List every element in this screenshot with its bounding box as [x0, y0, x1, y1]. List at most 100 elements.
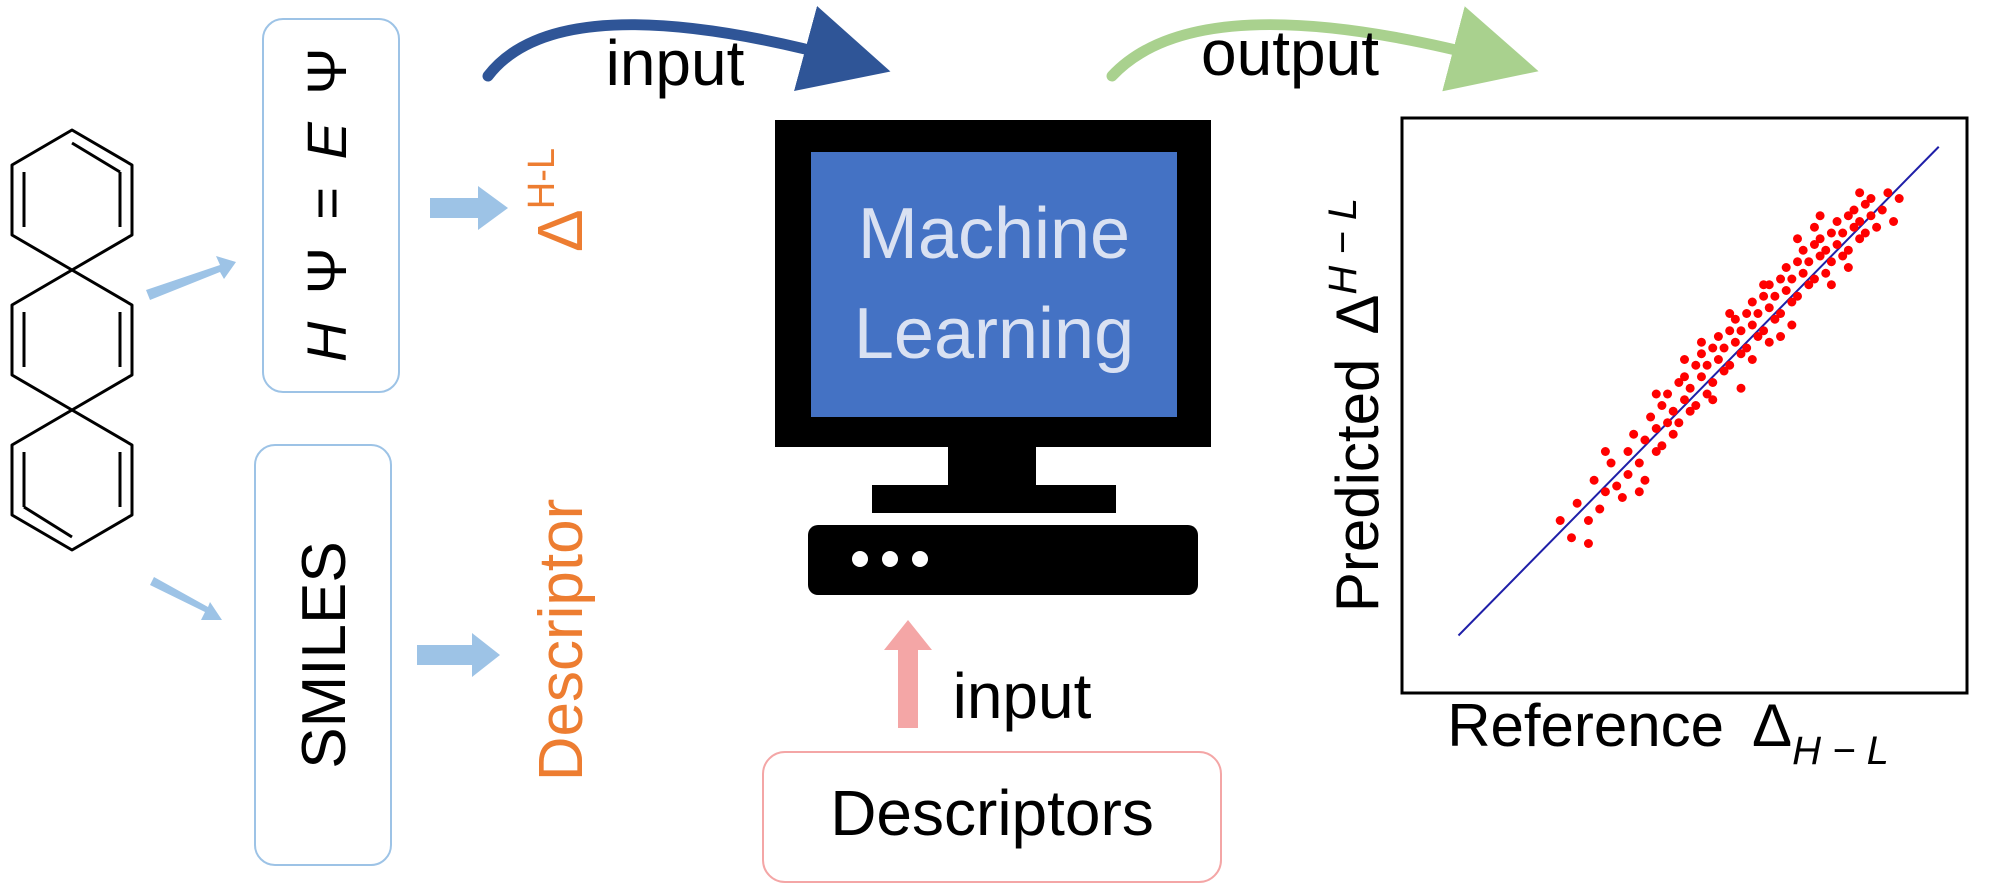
scatter-point-43 [1725, 326, 1735, 336]
scatter-point-69 [1798, 268, 1808, 278]
scatter-point-96 [1877, 205, 1887, 215]
y-axis-subscript: H − L [1321, 198, 1365, 295]
scatter-point-2 [1572, 498, 1582, 508]
scatter-point-24 [1668, 406, 1678, 416]
scatter-point-9 [1617, 493, 1627, 502]
scatter-point-4 [1589, 475, 1599, 485]
scatter-point-11 [1623, 470, 1633, 479]
scatter-point-31 [1691, 360, 1701, 370]
scatter-point-112 [1583, 539, 1593, 548]
scatter-point-102 [1793, 234, 1802, 244]
scatter-point-5 [1595, 504, 1605, 514]
scatter-point-84 [1838, 228, 1848, 238]
scatter-point-66 [1787, 274, 1797, 284]
scatter-point-114 [1855, 188, 1865, 198]
scatter-point-65 [1787, 297, 1797, 307]
scatter-point-87 [1849, 222, 1859, 232]
scatter-point-116 [1696, 337, 1706, 347]
scatter-point-44 [1725, 360, 1735, 370]
scatter-point-108 [1680, 355, 1689, 364]
monitor-screen [811, 152, 1177, 417]
scatter-point-30 [1685, 383, 1695, 393]
scatter-point-29 [1685, 406, 1695, 416]
ml-line-1: Machine [858, 194, 1130, 274]
scatter-point-0 [1555, 516, 1565, 525]
scatter-point-50 [1742, 343, 1752, 353]
scatter-point-25 [1674, 378, 1684, 387]
molecule-arrows [146, 186, 508, 677]
scatter-point-103 [1725, 309, 1735, 318]
tower-dot-1 [852, 551, 868, 567]
scatter-point-118 [1815, 211, 1825, 221]
scatter-point-91 [1860, 199, 1870, 209]
scatter-point-78 [1821, 245, 1831, 255]
psi-symbol-2: Ψ [295, 48, 358, 95]
scatter-point-89 [1855, 234, 1865, 244]
tower-dot-2 [882, 551, 898, 567]
scatter-point-7 [1606, 458, 1616, 468]
scatter-point-111 [1600, 447, 1610, 456]
scatter-point-41 [1719, 366, 1729, 376]
computer-icon: Machine Learning [775, 120, 1211, 595]
scatter-point-86 [1843, 245, 1853, 255]
gap-delta: Δ [524, 209, 596, 252]
scatter-point-73 [1809, 240, 1819, 249]
scatter-point-46 [1730, 314, 1740, 324]
scatter-point-40 [1713, 332, 1723, 341]
pink-up-arrow-icon [884, 620, 932, 728]
scatter-point-21 [1663, 418, 1673, 428]
ml-line-2: Learning [854, 294, 1134, 374]
scatter-point-109 [1651, 389, 1661, 399]
y-axis-word: Predicted [1324, 359, 1391, 612]
scatter-point-94 [1866, 194, 1876, 203]
scatter-point-104 [1776, 332, 1786, 341]
scatter-point-60 [1770, 291, 1780, 301]
scatter-point-88 [1849, 205, 1859, 215]
scatter-point-55 [1759, 291, 1769, 301]
scatter-point-115 [1736, 383, 1746, 393]
scatter-point-39 [1713, 355, 1723, 364]
scatter-point-53 [1753, 332, 1763, 341]
scatter-point-93 [1866, 211, 1876, 221]
scatter-point-98 [1889, 217, 1899, 226]
scatter-point-34 [1696, 349, 1706, 359]
scatter-point-57 [1764, 303, 1774, 313]
scatter-point-14 [1640, 475, 1650, 485]
scatter-point-82 [1832, 217, 1842, 226]
scatter-point-83 [1838, 251, 1848, 261]
input-curved-arrow [482, 6, 891, 91]
scatter-points [1555, 188, 1904, 548]
anthracene-molecule-icon [10, 128, 134, 552]
scatter-point-22 [1663, 389, 1673, 399]
scatter-point-99 [1894, 194, 1904, 203]
descriptor-label: Descriptor [527, 499, 596, 782]
scatter-point-36 [1702, 360, 1712, 370]
scatter-point-35 [1702, 389, 1712, 399]
scatter-point-20 [1657, 441, 1667, 451]
scatter-point-113 [1826, 280, 1836, 290]
scatter-point-38 [1708, 378, 1718, 387]
scatter-point-47 [1736, 349, 1746, 359]
scatter-point-77 [1821, 268, 1831, 278]
scatter-point-15 [1640, 435, 1650, 445]
scatter-point-13 [1634, 458, 1644, 468]
scatter-point-100 [1759, 280, 1769, 290]
smiles-label: SMILES [290, 541, 359, 768]
scatter-point-85 [1843, 211, 1853, 221]
scatter-point-48 [1736, 326, 1746, 336]
scatter-point-3 [1583, 516, 1593, 525]
scatter-point-33 [1696, 372, 1706, 382]
scatter-point-75 [1815, 251, 1825, 261]
monitor-base [872, 485, 1116, 513]
scatter-point-51 [1747, 320, 1757, 330]
scatter-point-76 [1815, 234, 1825, 244]
scatter-point-49 [1742, 309, 1752, 318]
x-axis-delta: Δ [1752, 692, 1792, 759]
smiles-box [254, 444, 392, 866]
arrow-to-schrodinger-icon [146, 256, 236, 300]
scatter-point-37 [1708, 343, 1718, 353]
scatter-point-26 [1674, 418, 1684, 428]
descriptors-box [762, 751, 1222, 883]
